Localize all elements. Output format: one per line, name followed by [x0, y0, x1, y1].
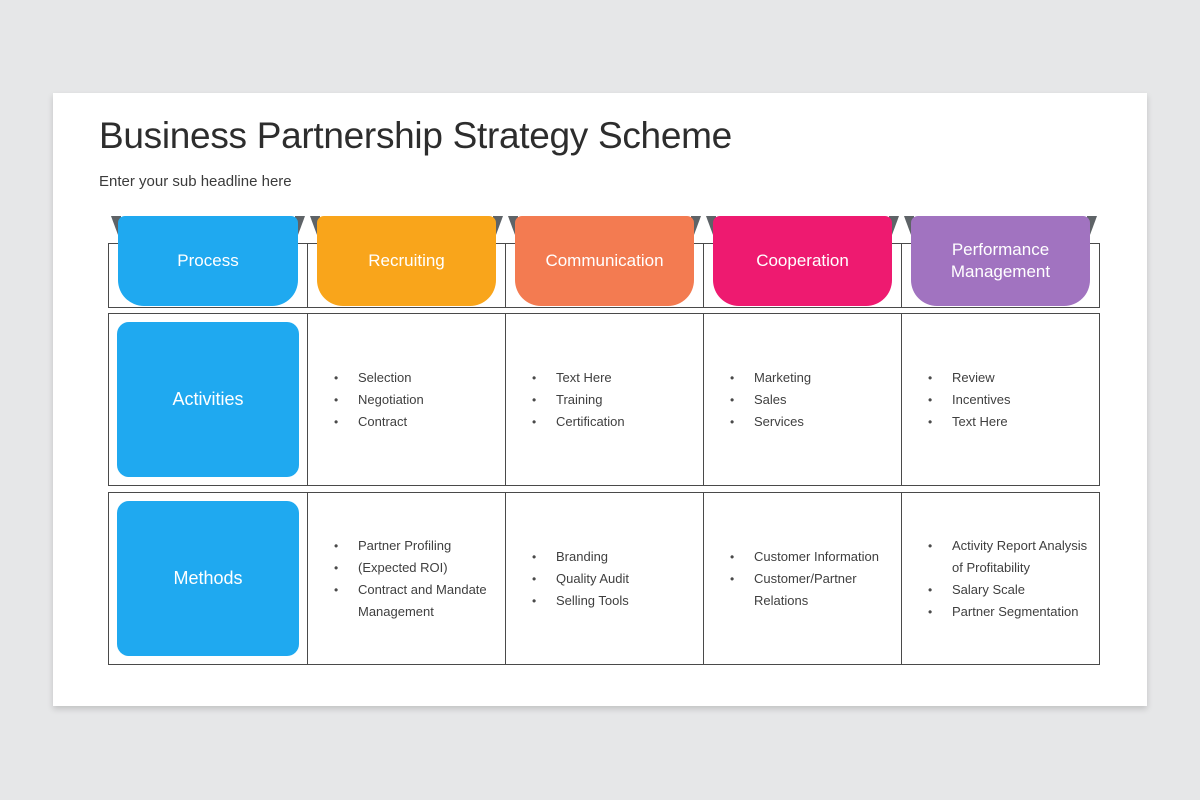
- cell-activities-performance: •Review •Incentives •Text Here: [901, 314, 1099, 485]
- bullet-icon: •: [730, 392, 735, 407]
- bullet-list: •Text Here •Training •Certification: [532, 367, 695, 433]
- bullet-icon: •: [334, 560, 339, 575]
- bullet-icon: •: [532, 392, 537, 407]
- bullet-icon: •: [730, 370, 735, 385]
- cell-activities-recruiting: •Selection •Negotiation •Contract: [307, 314, 505, 485]
- cell-methods-performance: •Activity Report Analysis of Profitabili…: [901, 493, 1099, 664]
- bullet-icon: •: [928, 604, 933, 619]
- list-item: •Activity Report Analysis of Profitabili…: [928, 535, 1091, 579]
- header-cell-recruiting: Recruiting: [307, 216, 505, 307]
- bullet-list: •Activity Report Analysis of Profitabili…: [928, 535, 1091, 623]
- row-label-text: Activities: [172, 389, 244, 409]
- cell-methods-recruiting: •Partner Profiling •(Expected ROI) •Cont…: [307, 493, 505, 664]
- slide-card: Business Partnership Strategy Scheme Ent…: [53, 93, 1147, 706]
- header-cell-process: Process: [109, 216, 307, 307]
- tab-fold-right-icon: [889, 216, 899, 243]
- row-label-text: Methods: [173, 568, 243, 588]
- bullet-icon: •: [334, 582, 339, 597]
- bullet-icon: •: [928, 582, 933, 597]
- tab-fold-left-icon: [310, 216, 320, 243]
- table-header-row: Process Recruiting Communication: [108, 216, 1100, 308]
- tab-process-label: Process: [177, 251, 239, 270]
- tab-fold-left-icon: [706, 216, 716, 243]
- table-row-methods: Methods •Partner Profiling •(Expected RO…: [108, 492, 1100, 665]
- bullet-list: •Selection •Negotiation •Contract: [334, 367, 497, 433]
- tab-communication-label: Communication: [545, 251, 664, 270]
- list-item: •Text Here: [532, 367, 695, 389]
- table-row-activities: Activities •Selection •Negotiation •Cont…: [108, 313, 1100, 486]
- row-label-cell: Activities: [109, 314, 307, 485]
- list-item: •Sales: [730, 389, 893, 411]
- list-item: •Customer Information: [730, 546, 893, 568]
- list-item: •Marketing: [730, 367, 893, 389]
- bullet-icon: •: [334, 538, 339, 553]
- list-item: •Training: [532, 389, 695, 411]
- tab-communication: Communication: [515, 216, 694, 306]
- bullet-icon: •: [334, 392, 339, 407]
- list-item: •(Expected ROI): [334, 557, 497, 579]
- tab-fold-right-icon: [1087, 216, 1097, 243]
- bullet-icon: •: [532, 370, 537, 385]
- bullet-list: •Review •Incentives •Text Here: [928, 367, 1091, 433]
- tab-fold-right-icon: [493, 216, 503, 243]
- bullet-icon: •: [730, 414, 735, 429]
- list-item: •Certification: [532, 411, 695, 433]
- cell-methods-cooperation: •Customer Information •Customer/Partner …: [703, 493, 901, 664]
- list-item: •Contract and Mandate Management: [334, 579, 497, 623]
- cell-methods-communication: •Branding •Quality Audit •Selling Tools: [505, 493, 703, 664]
- list-item: •Customer/Partner Relations: [730, 568, 893, 612]
- bullet-icon: •: [928, 370, 933, 385]
- bullet-list: •Partner Profiling •(Expected ROI) •Cont…: [334, 535, 497, 623]
- list-item: •Text Here: [928, 411, 1091, 433]
- tab-recruiting: Recruiting: [317, 216, 496, 306]
- header-cell-communication: Communication: [505, 216, 703, 307]
- list-item: •Review: [928, 367, 1091, 389]
- tab-fold-left-icon: [904, 216, 914, 243]
- list-item: •Selling Tools: [532, 590, 695, 612]
- page-title: Business Partnership Strategy Scheme: [99, 115, 732, 156]
- tab-fold-right-icon: [691, 216, 701, 243]
- bullet-icon: •: [928, 392, 933, 407]
- page-subtitle: Enter your sub headline here: [99, 173, 292, 190]
- list-item: •Selection: [334, 367, 497, 389]
- list-item: •Services: [730, 411, 893, 433]
- header-cell-performance-management: Performance Management: [901, 216, 1099, 307]
- tab-process: Process: [118, 216, 298, 306]
- tab-performance-management-label: Performance Management: [950, 240, 1051, 281]
- bullet-list: •Branding •Quality Audit •Selling Tools: [532, 546, 695, 612]
- row-label-cell: Methods: [109, 493, 307, 664]
- cell-activities-communication: •Text Here •Training •Certification: [505, 314, 703, 485]
- tab-fold-left-icon: [111, 216, 121, 243]
- list-item: •Salary Scale: [928, 579, 1091, 601]
- tab-cooperation-label: Cooperation: [756, 251, 849, 270]
- list-item: •Quality Audit: [532, 568, 695, 590]
- bullet-icon: •: [532, 549, 537, 564]
- tab-fold-right-icon: [295, 216, 305, 243]
- tab-performance-management: Performance Management: [911, 216, 1090, 306]
- bullet-icon: •: [334, 414, 339, 429]
- bullet-icon: •: [730, 549, 735, 564]
- bullet-icon: •: [730, 571, 735, 586]
- list-item: •Partner Segmentation: [928, 601, 1091, 623]
- header-cell-cooperation: Cooperation: [703, 216, 901, 307]
- bullet-icon: •: [928, 538, 933, 553]
- bullet-icon: •: [928, 414, 933, 429]
- list-item: •Partner Profiling: [334, 535, 497, 557]
- bullet-icon: •: [532, 593, 537, 608]
- tab-recruiting-label: Recruiting: [368, 251, 445, 270]
- list-item: •Negotiation: [334, 389, 497, 411]
- bullet-icon: •: [532, 414, 537, 429]
- row-label-activities: Activities: [117, 322, 299, 477]
- cell-activities-cooperation: •Marketing •Sales •Services: [703, 314, 901, 485]
- row-label-methods: Methods: [117, 501, 299, 656]
- bullet-list: •Customer Information •Customer/Partner …: [730, 546, 893, 612]
- list-item: •Contract: [334, 411, 497, 433]
- tab-cooperation: Cooperation: [713, 216, 892, 306]
- bullet-icon: •: [532, 571, 537, 586]
- bullet-list: •Marketing •Sales •Services: [730, 367, 893, 433]
- list-item: •Incentives: [928, 389, 1091, 411]
- list-item: •Branding: [532, 546, 695, 568]
- bullet-icon: •: [334, 370, 339, 385]
- tab-fold-left-icon: [508, 216, 518, 243]
